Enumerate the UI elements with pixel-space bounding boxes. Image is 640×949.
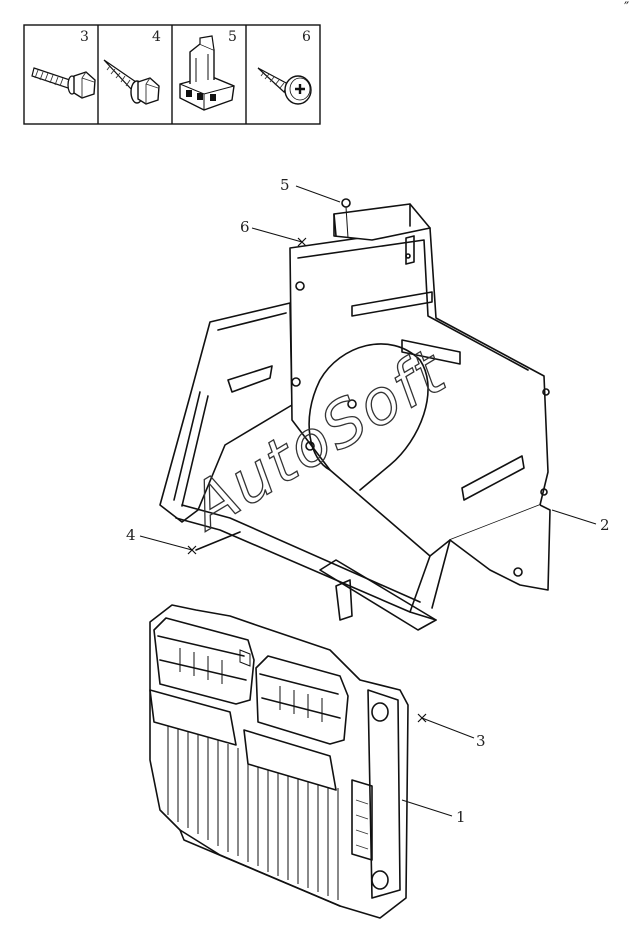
thumbnail-number: 3 bbox=[80, 29, 89, 45]
fastener-thumbnail-strip: 3 4 5 bbox=[23, 24, 321, 125]
callout-label-3: 3 bbox=[476, 732, 486, 750]
ecu-connector-left bbox=[149, 617, 255, 746]
callout-label-4: 4 bbox=[126, 526, 136, 544]
callout-label-1: 1 bbox=[456, 808, 466, 826]
ecu-connector-right bbox=[243, 655, 349, 791]
phillips-screw-icon bbox=[257, 67, 312, 105]
tapping-screw-icon bbox=[103, 59, 160, 105]
callout-leaders bbox=[139, 185, 597, 817]
callout-label-5: 5 bbox=[280, 176, 290, 194]
callout-label-6: 6 bbox=[240, 218, 250, 236]
thumbnail-number: 5 bbox=[228, 29, 237, 45]
hex-flange-bolt-icon bbox=[31, 67, 96, 99]
corner-mark: ″ bbox=[624, 0, 629, 16]
cooling-fins bbox=[167, 720, 339, 900]
thumbnail-cell-5: 5 bbox=[179, 29, 237, 111]
thumbnail-number: 4 bbox=[152, 29, 161, 45]
callout-label-2: 2 bbox=[600, 516, 610, 534]
clip-nut-icon bbox=[179, 35, 235, 111]
ecu-bracket bbox=[159, 203, 551, 631]
thumbnail-number: 6 bbox=[302, 29, 311, 45]
thumbnail-cell-3: 3 bbox=[31, 29, 96, 99]
callout-labels: 5 6 4 2 3 1 bbox=[126, 176, 610, 826]
thumbnail-cell-4: 4 bbox=[103, 29, 161, 105]
thumbnail-cell-6: 6 bbox=[257, 29, 312, 105]
engine-control-unit bbox=[149, 604, 409, 919]
